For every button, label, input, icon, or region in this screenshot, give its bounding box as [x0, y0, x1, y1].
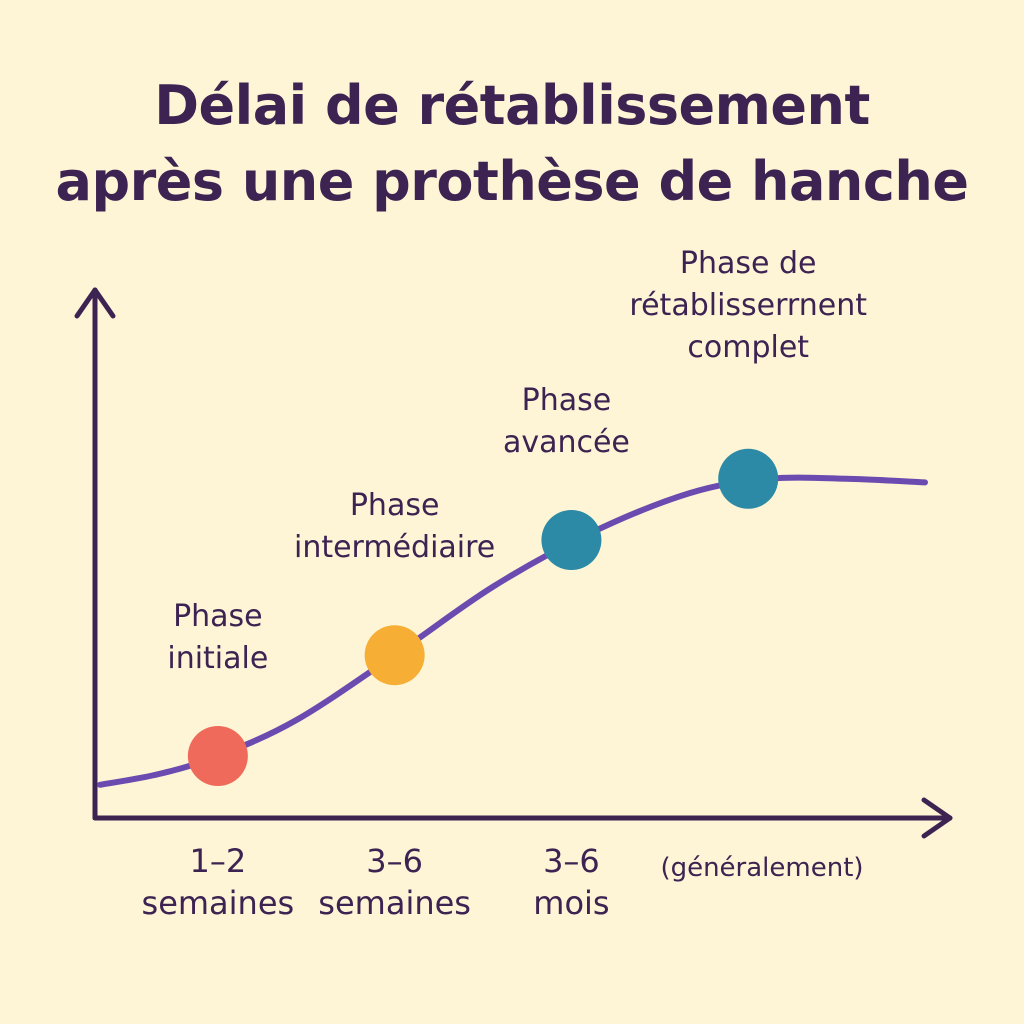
x-tick-label-2-line-2: semaines	[318, 884, 471, 922]
phase-label-3-line-2: avancée	[503, 425, 630, 460]
phase-label-3-line-1: Phase	[522, 383, 612, 418]
x-axis-arrow	[921, 797, 953, 839]
phase-label-1-line-1: Phase	[173, 599, 263, 634]
phase-label-2: Phase intermédiaire	[294, 488, 495, 565]
phase-label-4-line-1: Phase de	[680, 246, 817, 281]
x-tick-label-1-line-1: 1–2	[189, 842, 246, 880]
phase-label-1: Phase initiale	[167, 599, 268, 676]
chart-title: Délai de rétablissement après une prothè…	[0, 68, 1024, 220]
phase-point-4	[718, 448, 779, 509]
x-tick-label-4-line-1: (généralement)	[660, 853, 863, 883]
x-tick-label-4: (généralement)	[660, 853, 863, 883]
phase-label-3: Phase avancée	[503, 383, 630, 460]
x-tick-label-1: 1–2 semaines	[142, 842, 295, 922]
x-tick-label-2: 3–6 semaines	[318, 842, 471, 922]
x-tick-label-3-line-1: 3–6	[543, 842, 600, 880]
x-tick-label-2-line-1: 3–6	[366, 842, 423, 880]
phase-label-4-line-3: complet	[687, 330, 809, 365]
phase-point-2	[364, 625, 425, 686]
phase-label-1-line-2: initiale	[167, 641, 268, 676]
x-tick-label-3-line-2: mois	[533, 884, 609, 922]
phase-label-4-line-2: rétablisserrnent	[629, 288, 867, 323]
phase-label-2-line-2: intermédiaire	[294, 530, 495, 565]
chart-axes	[74, 287, 953, 839]
phase-point-3	[541, 510, 602, 570]
phase-point-1	[187, 726, 248, 786]
phase-label-2-line-1: Phase	[350, 488, 440, 523]
ticks-layer: 1–2 semaines 3–6 semaines 3–6 mois (généraleme…	[142, 842, 864, 922]
x-tick-label-1-line-2: semaines	[142, 884, 295, 922]
chart-title-line-2: après une prothèse de hanche	[55, 150, 969, 213]
phase-label-4: Phase de rétablisserrnent complet	[629, 246, 867, 365]
chart-title-line-1: Délai de rétablissement	[154, 74, 870, 137]
points-layer	[187, 448, 779, 786]
x-tick-label-3: 3–6 mois	[533, 842, 609, 922]
y-axis-arrow	[74, 287, 116, 319]
